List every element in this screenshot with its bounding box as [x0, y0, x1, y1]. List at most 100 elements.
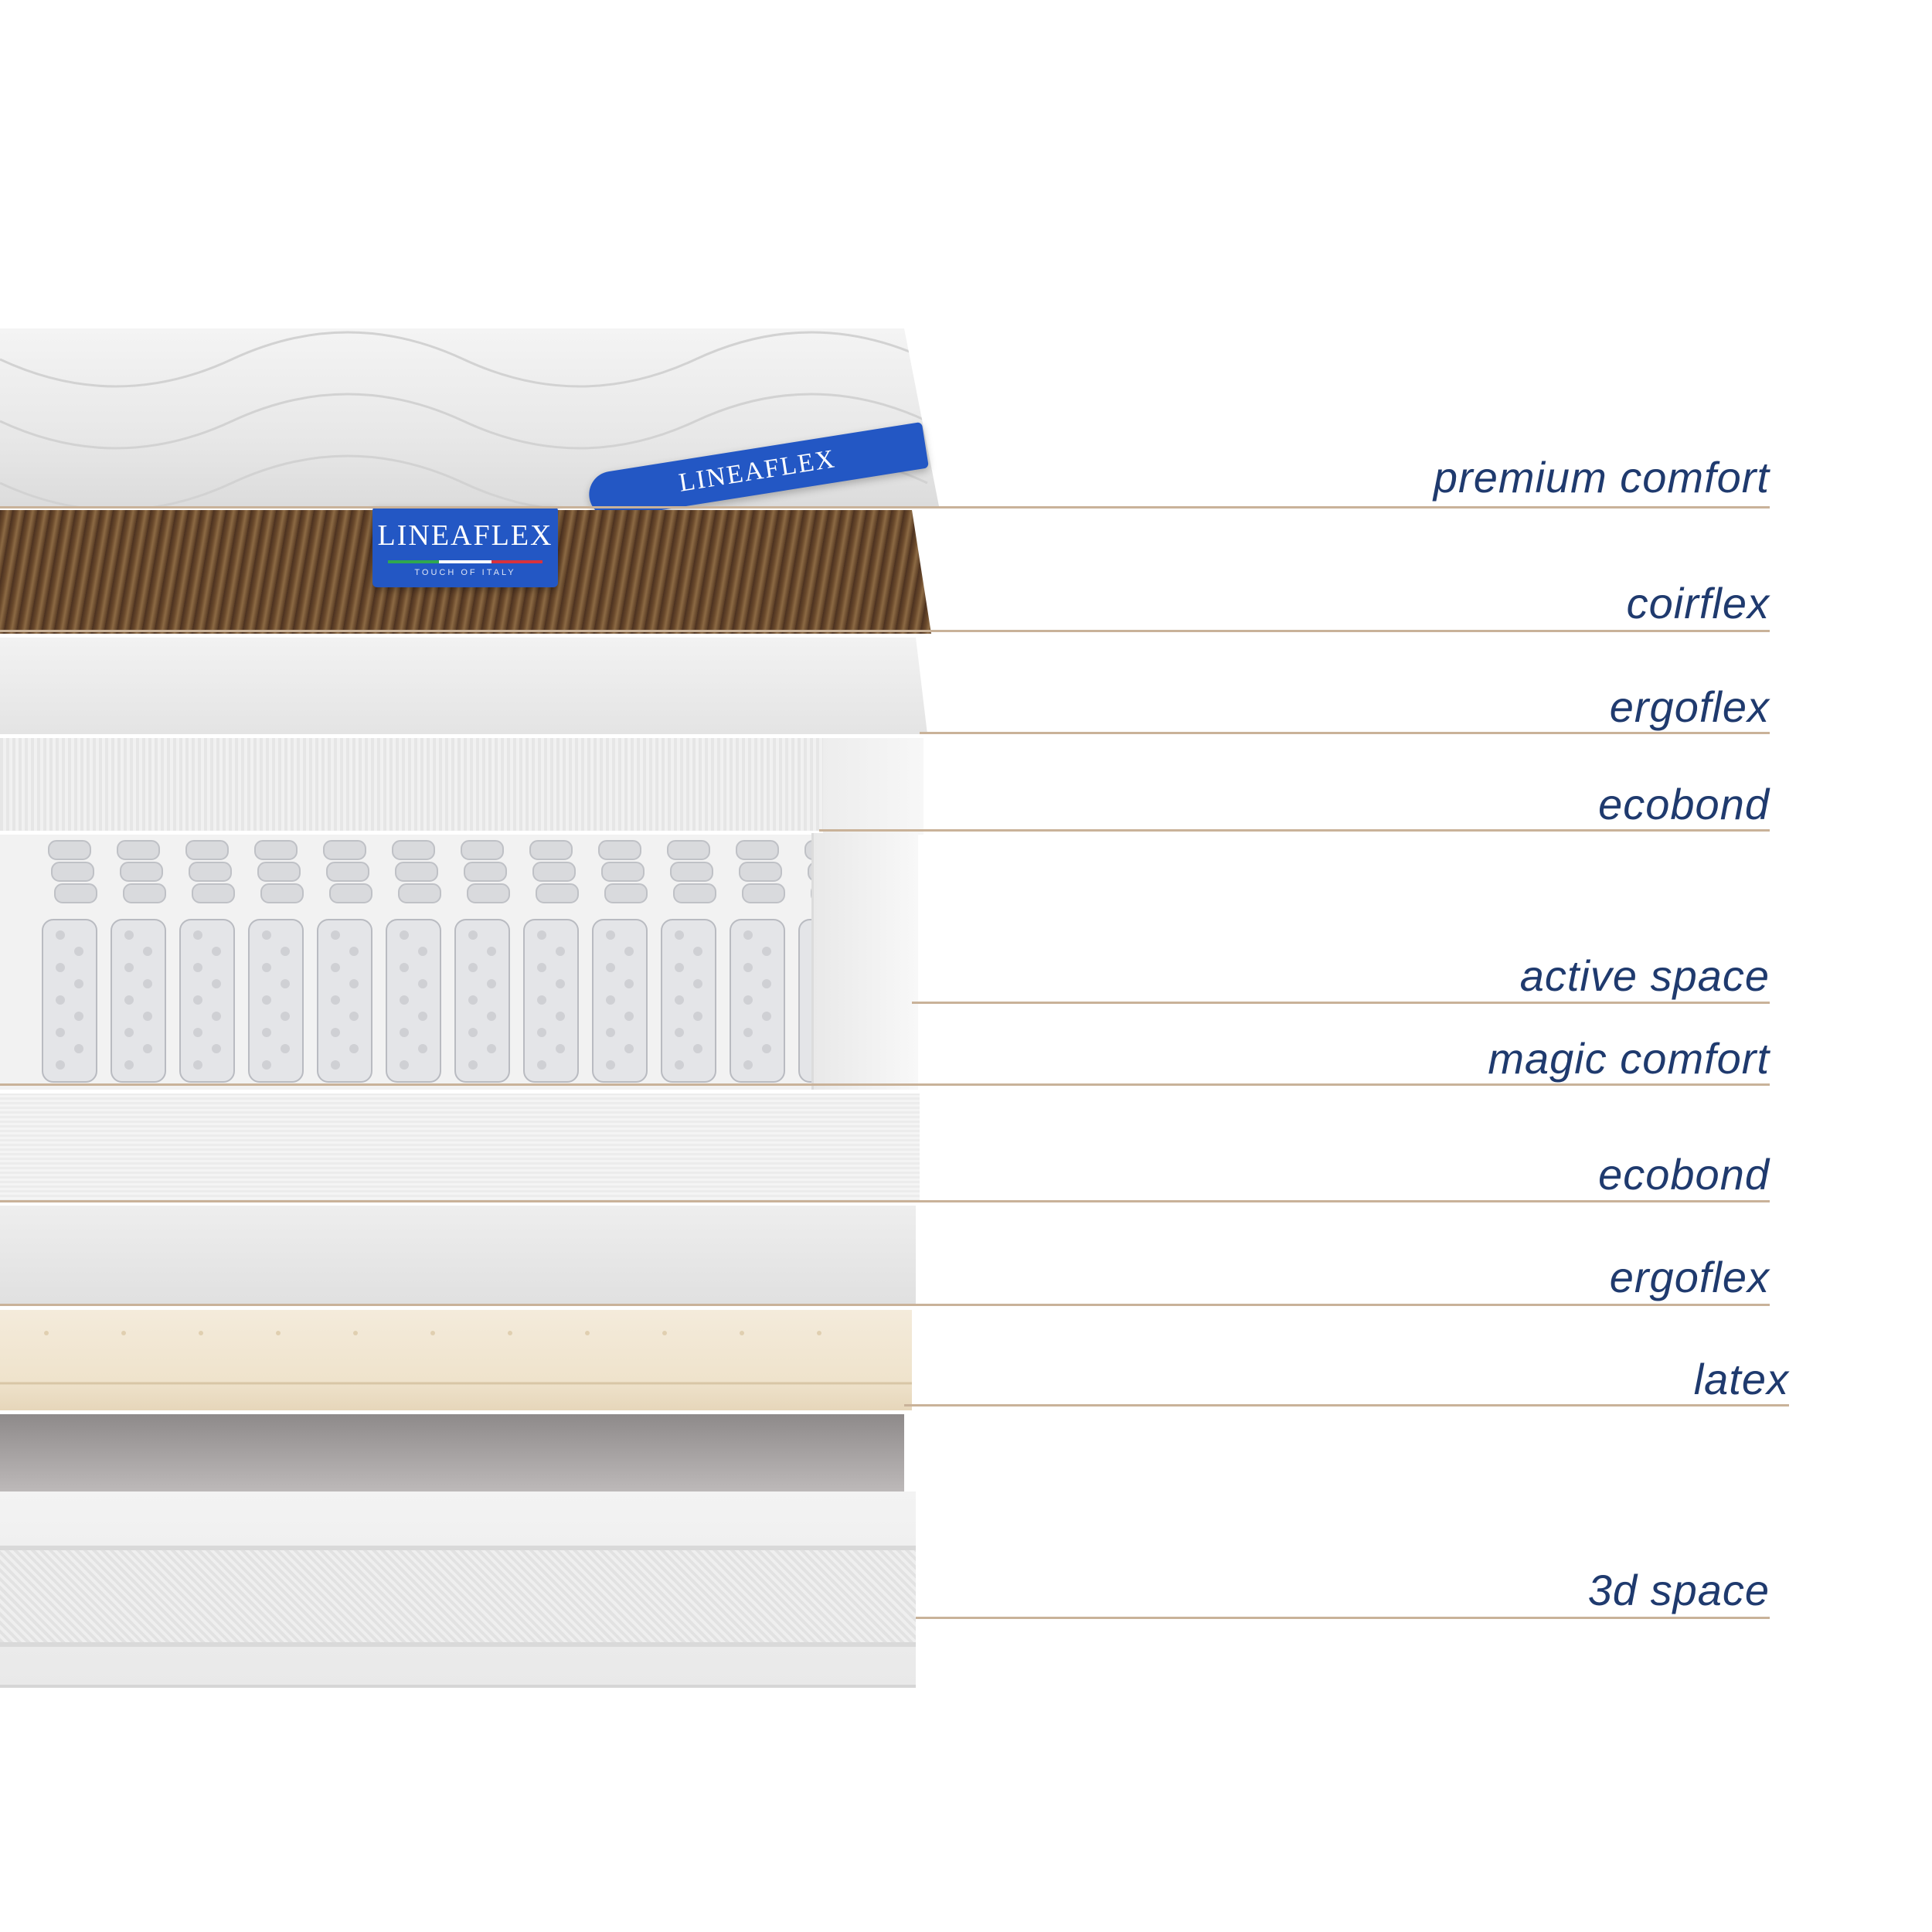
fabric-dot	[487, 947, 496, 956]
fabric-dot	[56, 1028, 65, 1037]
latex-texture	[0, 1331, 912, 1385]
fabric-dot	[349, 947, 359, 956]
fabric-dot	[624, 1012, 634, 1021]
leader-10	[916, 1617, 1770, 1619]
fabric-dot	[487, 1044, 496, 1053]
fabric-dot	[606, 1060, 615, 1070]
fabric-dot	[349, 1044, 359, 1053]
fabric-dot	[693, 947, 702, 956]
fabric-dot	[693, 979, 702, 988]
fabric-dot	[743, 1060, 753, 1070]
fabric-dot	[74, 947, 83, 956]
spring-cap	[467, 883, 510, 903]
fabric-dot	[193, 995, 202, 1005]
brand-band-top	[0, 1546, 916, 1550]
fabric-dot	[675, 930, 684, 940]
fabric-dot	[349, 1012, 359, 1021]
fabric-dot	[56, 995, 65, 1005]
fabric-dot	[418, 979, 427, 988]
fabric-dot	[675, 1028, 684, 1037]
spring-pocket	[248, 919, 304, 1083]
fabric-dot	[143, 1012, 152, 1021]
fabric-dot	[537, 963, 546, 972]
fabric-dot	[762, 1012, 771, 1021]
fabric-dot	[606, 995, 615, 1005]
fabric-dot	[675, 1060, 684, 1070]
spring-cap	[189, 862, 232, 882]
fabric-dot	[537, 930, 546, 940]
fabric-dot	[212, 947, 221, 956]
fabric-dot	[400, 1060, 409, 1070]
fabric-dot	[468, 963, 478, 972]
fabric-dot	[418, 947, 427, 956]
fabric-dot	[124, 1028, 134, 1037]
spring-cap	[117, 840, 160, 860]
fabric-dot	[143, 979, 152, 988]
label-ergoflex-bottom: ergoflex	[1609, 1253, 1770, 1301]
spring-pocket	[179, 919, 235, 1083]
fabric-dot	[468, 930, 478, 940]
spring-pocket	[317, 919, 372, 1083]
fabric-dot	[262, 930, 271, 940]
label-active-space: active space	[1519, 951, 1770, 1000]
spring-cap	[529, 840, 573, 860]
fabric-dot	[212, 979, 221, 988]
spring-cap	[667, 840, 710, 860]
fabric-dot	[74, 979, 83, 988]
latex-layer	[0, 1310, 912, 1410]
fabric-dot	[193, 1028, 202, 1037]
spring-pocket	[111, 919, 166, 1083]
fabric-dot	[400, 1028, 409, 1037]
spring-cap	[673, 883, 716, 903]
fabric-dot	[418, 1012, 427, 1021]
label-ecobond-top: ecobond	[1598, 780, 1770, 828]
spring-cap	[192, 883, 235, 903]
fabric-dot	[262, 1028, 271, 1037]
leader-3	[920, 732, 1770, 734]
fabric-dot	[487, 1012, 496, 1021]
label-ergoflex-top: ergoflex	[1609, 682, 1770, 731]
fabric-dot	[743, 995, 753, 1005]
active-space-layer	[0, 835, 819, 1090]
leader-9	[904, 1404, 1789, 1406]
spring-cap	[536, 883, 579, 903]
leader-4	[819, 829, 1770, 832]
ecobond-layer-bottom	[0, 1094, 920, 1202]
fabric-dot	[556, 947, 565, 956]
spring-pocket	[661, 919, 716, 1083]
fabric-dot	[262, 1060, 271, 1070]
spring-cap	[120, 862, 163, 882]
fabric-dot	[331, 995, 340, 1005]
spring-pocket	[386, 919, 441, 1083]
fabric-dot	[556, 1044, 565, 1053]
fabric-dot	[693, 1044, 702, 1053]
spring-cap	[398, 883, 441, 903]
fabric-dot	[193, 1060, 202, 1070]
fabric-dot	[556, 1012, 565, 1021]
leader-5	[912, 1002, 1770, 1004]
fabric-dot	[124, 963, 134, 972]
spring-cap	[670, 862, 713, 882]
spring-cap	[329, 883, 372, 903]
brand-tag-front: LINEAFLEX TOUCH OF ITALY	[372, 506, 558, 587]
label-ecobond-bottom: ecobond	[1598, 1150, 1770, 1199]
ecobond-layer-top	[0, 738, 823, 831]
fabric-dot	[331, 1060, 340, 1070]
brand-tag-logo: LINEAFLEX	[377, 519, 553, 552]
fabric-dot	[193, 930, 202, 940]
spring-cap	[395, 862, 438, 882]
fabric-dot	[74, 1012, 83, 1021]
label-coirflex: coirflex	[1626, 579, 1770, 628]
spring-pocket	[454, 919, 510, 1083]
fabric-dot	[331, 963, 340, 972]
fabric-dot	[143, 1044, 152, 1053]
fabric-dot	[400, 963, 409, 972]
fabric-dot	[468, 995, 478, 1005]
fabric-dot	[124, 930, 134, 940]
fabric-dot	[349, 979, 359, 988]
fabric-dot	[762, 1044, 771, 1053]
spring-cap	[461, 840, 504, 860]
spring-cap	[54, 883, 97, 903]
magic-comfort-border	[811, 833, 918, 1090]
fabric-dot	[212, 1044, 221, 1053]
